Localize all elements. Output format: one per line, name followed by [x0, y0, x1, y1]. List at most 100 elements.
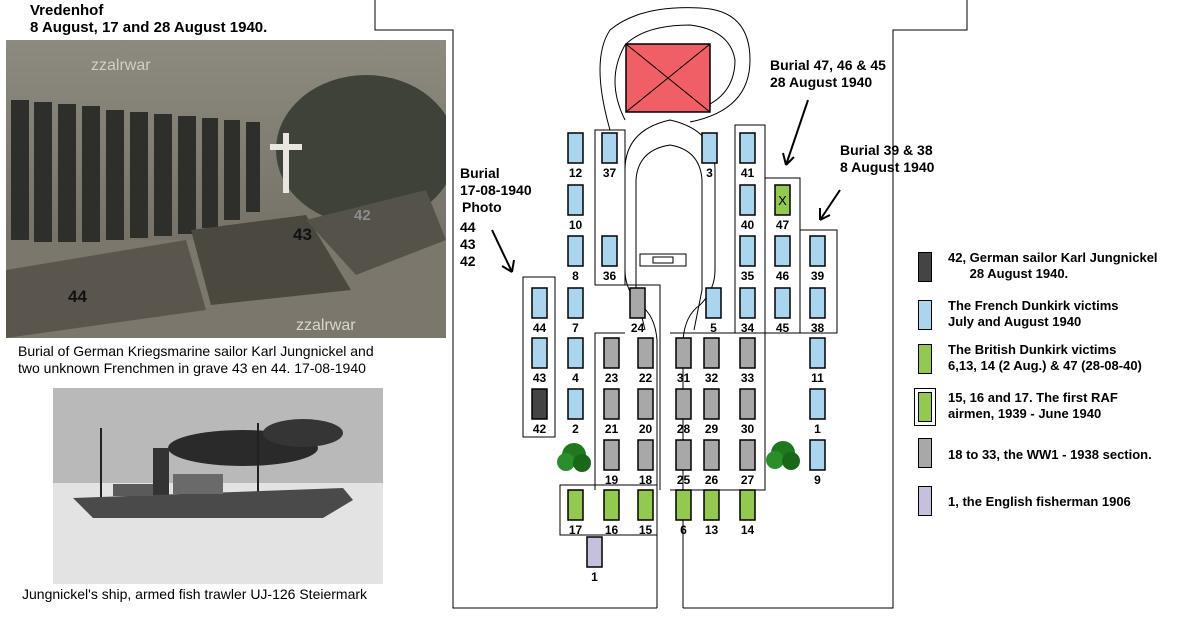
- grave-marker: [739, 235, 756, 267]
- grave-21: 21: [603, 388, 620, 436]
- grave-number: 40: [741, 218, 755, 232]
- page-title: Vredenhof 8 August, 17 and 28 August 194…: [30, 2, 267, 36]
- central-path-outer: [624, 119, 716, 608]
- ship-photo-image: [53, 388, 383, 584]
- grave-mark: X: [778, 193, 787, 208]
- grave-39: 39: [809, 235, 826, 283]
- grave-number: 29: [705, 422, 719, 436]
- legend-label: airmen, 1939 - June 1940: [948, 406, 1102, 421]
- grave-number: 47: [776, 218, 790, 232]
- grave-marker: [703, 388, 720, 420]
- note-line: Burial 39 & 38: [840, 142, 933, 158]
- grave-marker: [567, 337, 584, 369]
- grave-number: 1: [591, 570, 598, 584]
- grave-46: 46: [774, 235, 791, 283]
- legend-swatch: [918, 252, 932, 282]
- legend-label: 6,13, 14 (2 Aug.) & 47 (28-08-40): [948, 358, 1142, 373]
- grave-number: 42: [533, 422, 547, 436]
- grave-16: 16: [603, 489, 620, 537]
- grave-number: 12: [569, 166, 583, 180]
- grave-17: 17: [567, 489, 584, 537]
- grave-24: 24: [629, 287, 646, 335]
- grave-marker: [675, 337, 692, 369]
- grave-10: 10: [567, 184, 584, 232]
- section-38-39: [799, 229, 838, 334]
- grave-number: 2: [572, 422, 579, 436]
- arrow-icon: [819, 189, 841, 221]
- grave-number: 7: [572, 321, 579, 335]
- photo-label-42: 42: [354, 207, 371, 224]
- grave-number: 20: [639, 422, 653, 436]
- grave-number: 22: [639, 371, 653, 385]
- watermark-bottom: zzalrwar: [296, 317, 356, 334]
- grave-marker: [809, 439, 826, 471]
- grave-31: 31: [675, 337, 692, 385]
- grave-marker: [675, 489, 692, 521]
- grave-number: 13: [705, 523, 719, 537]
- grave-27: 27: [739, 439, 756, 487]
- legend-swatch: [918, 438, 932, 468]
- grave-marker: [739, 489, 756, 521]
- grave-number: 25: [677, 473, 691, 487]
- grave-32: 32: [703, 337, 720, 385]
- burial-photo-image: zzalrwar zzalrwar 44 43 42: [6, 40, 446, 338]
- watermark-top: zzalrwar: [91, 57, 151, 74]
- legend-label: 18 to 33, the WW1 - 1938 section.: [948, 447, 1152, 462]
- grave-number: 9: [814, 473, 821, 487]
- grave-marker: [705, 287, 722, 319]
- grave-33: 33: [739, 337, 756, 385]
- tree-icon: [557, 443, 591, 472]
- grave-42: 42: [531, 388, 548, 436]
- grave-marker: [809, 337, 826, 369]
- grave-marker: [703, 489, 720, 521]
- ship-photo: [53, 388, 383, 584]
- legend-label: 15, 16 and 17. The first RAF: [948, 390, 1118, 405]
- grave-marker: [637, 388, 654, 420]
- burial-photo-caption: Burial of German Kriegsmarine sailor Kar…: [18, 343, 448, 377]
- central-path-inner: [635, 144, 703, 331]
- grave-6: 6: [675, 489, 692, 537]
- grave-number: 1: [814, 422, 821, 436]
- note-line: 43: [460, 236, 476, 252]
- section-ww1-left-edge: [594, 332, 625, 490]
- grave-number: 30: [741, 422, 755, 436]
- grave-number: 39: [811, 269, 825, 283]
- section-34-41: [734, 124, 766, 334]
- memorial-plaque-inner: [652, 256, 674, 264]
- grave-5: 5: [705, 287, 722, 335]
- section-36-37: [594, 129, 626, 286]
- grave-number: 45: [776, 321, 790, 335]
- grave-marker: [774, 235, 791, 267]
- legend-label: 42, German sailor Karl Jungnickel: [948, 250, 1158, 265]
- grave-number: 33: [741, 371, 755, 385]
- grave-number: 6: [680, 523, 687, 537]
- legend-label: 28 August 1940.: [948, 266, 1069, 281]
- grave-1: 1: [586, 536, 603, 584]
- grave-number: 21: [605, 422, 619, 436]
- grave-1: 1: [809, 388, 826, 436]
- legend-swatch: [918, 300, 932, 330]
- grave-19: 19: [603, 439, 620, 487]
- grave-marker: [601, 132, 618, 164]
- grave-number: 35: [741, 269, 755, 283]
- grave-4: 4: [567, 337, 584, 385]
- section-ww1-right: [670, 332, 766, 491]
- ship-photo-caption: Jungnickel's ship, armed fish trawler UJ…: [22, 586, 368, 602]
- grave-number: 37: [603, 166, 617, 180]
- grave-number: 32: [705, 371, 719, 385]
- title-cemetery: Vredenhof: [30, 2, 104, 19]
- grave-number: 23: [605, 371, 619, 385]
- grave-marker: [739, 337, 756, 369]
- grave-30: 30: [739, 388, 756, 436]
- grave-marker: [603, 439, 620, 471]
- grave-marker: [567, 489, 584, 521]
- grave-20: 20: [637, 388, 654, 436]
- grave-marker: [703, 439, 720, 471]
- grave-marker: [774, 184, 791, 216]
- note-burial-17-08: Burial 17-08-1940 Photo 44 43 42: [460, 165, 532, 270]
- grave-41: 41: [739, 132, 756, 180]
- grave-26: 26: [703, 439, 720, 487]
- grave-marker: [739, 439, 756, 471]
- grave-number: 8: [572, 269, 579, 283]
- note-line: 44: [460, 219, 476, 235]
